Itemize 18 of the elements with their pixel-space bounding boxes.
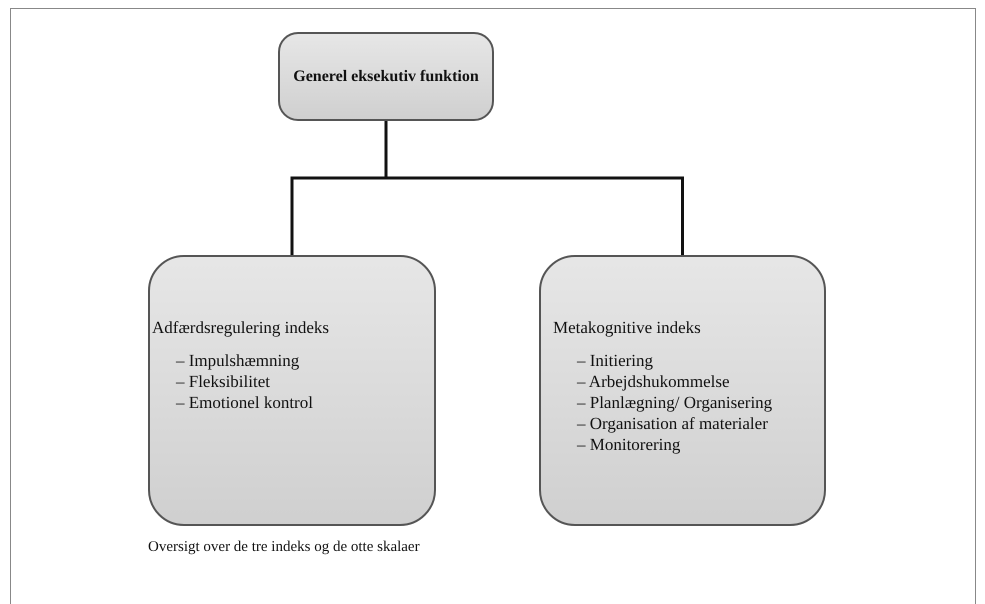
index-heading: Metakognitive indeks [553, 317, 702, 338]
caption: Oversigt over de tre indeks og de otte skalaer [148, 539, 420, 556]
scale-list-item: – Arbejdshukommelse [577, 371, 731, 392]
category-box [148, 255, 436, 526]
connector-line [386, 176, 684, 255]
scale-list-item: – Organisation af materialer [577, 413, 769, 434]
index-heading: Adfærdsregulering indeks [152, 317, 330, 338]
connector-line [290, 176, 386, 255]
root-box [278, 32, 494, 121]
scale-list-item: – Impulshæmning [176, 350, 300, 371]
box-title: Generel eksekutiv funktion [293, 67, 479, 87]
scale-list-item: – Initiering [577, 350, 654, 371]
scale-list-item: – Fleksibilitet [176, 371, 271, 392]
scale-list-item: – Monitorering [577, 434, 682, 455]
scale-list-item: – Emotionel kontrol [176, 392, 314, 413]
scale-list-item: – Planlægning/ Organisering [577, 392, 774, 413]
category-box [539, 255, 826, 526]
connector-trunk [384, 121, 388, 178]
